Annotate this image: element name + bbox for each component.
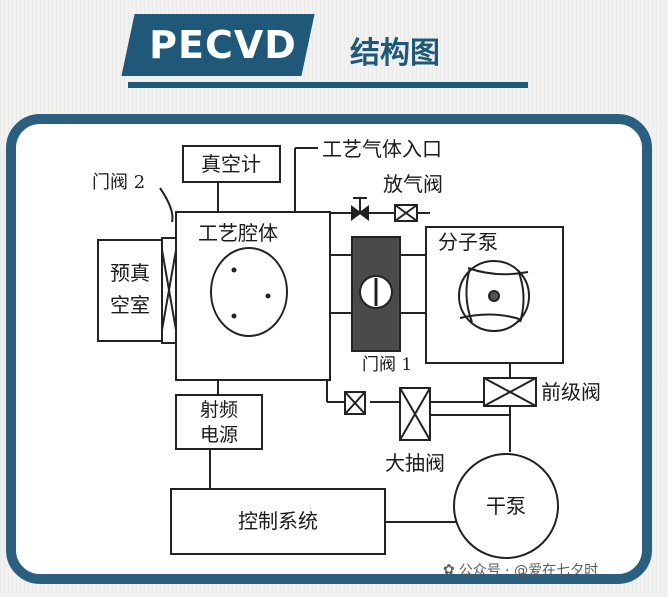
gate-valve-2-pointer: [159, 187, 174, 223]
foreline-valve-label: 前级阀: [541, 380, 601, 404]
watermark: ✿ 公众号 · @爱在七夕时: [443, 560, 598, 580]
gate-valve-2-icon: [161, 237, 177, 344]
chamber-platen: [210, 247, 288, 337]
molecular-pump-rotor-icon: [458, 260, 530, 332]
load-lock-label-1: 预真: [110, 261, 150, 285]
load-lock-label-2: 空室: [110, 293, 150, 317]
gate-valve-2-label: 门阀 2: [92, 172, 145, 193]
roughing-valve-icon: [399, 387, 431, 441]
foreline-valve-icon: [483, 377, 537, 407]
rf-power-label-1: 射频: [200, 399, 238, 421]
load-lock-box: [97, 239, 163, 342]
rf-power-label-2: 电源: [200, 424, 238, 446]
rf-power-box: [175, 394, 263, 450]
bypass-valve-icon: [344, 391, 366, 415]
page-title: PECVD: [149, 23, 297, 67]
control-system-label: 控制系统: [238, 509, 318, 533]
vent-valve-label: 放气阀: [383, 172, 443, 196]
watermark-text: 公众号 · @爱在七夕时: [458, 563, 599, 579]
roughing-valve-label: 大抽阀: [385, 451, 445, 475]
page-subtitle: 结构图: [350, 36, 440, 71]
vent-valve-icon: [351, 197, 418, 222]
vacuum-gauge-label: 真空计: [201, 152, 261, 176]
dry-pump-circle: [453, 453, 559, 559]
wechat-icon: ✿: [443, 562, 455, 578]
title-underline: [128, 82, 528, 88]
gate-valve-1-icon: [329, 236, 427, 352]
process-chamber-label: 工艺腔体: [198, 221, 278, 245]
molecular-pump-label: 分子泵: [438, 230, 498, 254]
gas-inlet-label: 工艺气体入口: [322, 137, 442, 161]
gate-valve-1-label: 门阀 1: [362, 355, 412, 375]
vacuum-gauge-box: [182, 145, 281, 183]
control-system-box: [170, 488, 386, 555]
dry-pump-label: 干泵: [486, 494, 526, 518]
